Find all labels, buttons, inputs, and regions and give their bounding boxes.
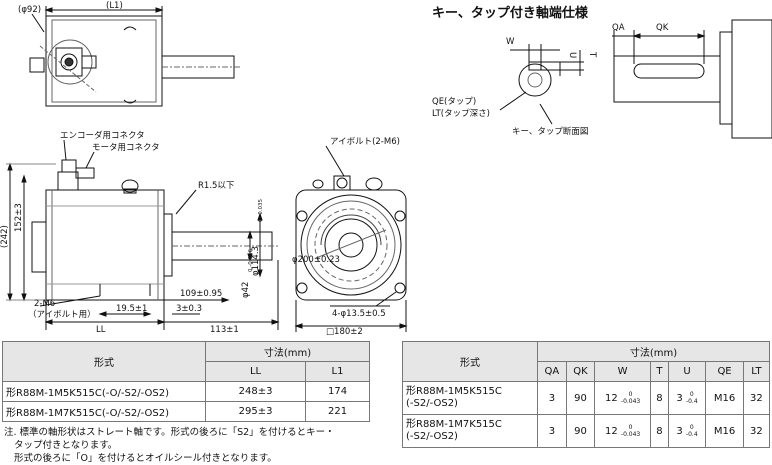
table1-dim-header: 寸法(mm) [205,341,370,362]
table1-ll-cell: 295±3 [204,401,307,422]
eyebolt-note-label: （アイボルト用） [28,309,96,320]
front-view-flange [295,189,407,301]
table2-model-cell: 形R88M-1M7K515C(-S2/-OS2) [402,414,538,448]
table2-model-cell: 形R88M-1M5K515C(-S2/-OS2) [402,381,538,415]
top-view-l1-label: (L1) [106,1,123,11]
table2-col-t: T [650,361,669,382]
table2-col-qk: QK [565,361,596,382]
front-eyebolt-label: アイボルト(2-M6) [330,137,400,147]
table2-model-line1: 形R88M-1M5K515C [406,386,502,397]
table2-w-value: 12 [604,426,618,437]
table2-qa-cell: 3 [537,381,567,415]
table2-qe-cell: M16 [705,414,744,448]
table2-qe-cell: M16 [705,381,744,415]
r15-label: R1.5以下 [198,181,235,191]
key-u-label: U [567,52,577,58]
note-line-2: タップ付きとなります。 [14,440,118,451]
ll-label: LL [96,325,106,335]
notes: 注. 標準の軸形状はストレート軸です。形式の後ろに「S2」を付けるとキー・ タッ… [4,426,396,465]
encoder-connector-label: エンコーダ用コネクタ [60,130,145,141]
table2-col-qe: QE [705,361,744,382]
table-row: 形R88M-1M7K515C(-O/-S2/-OS2) 295±3 221 [2,401,370,422]
table-row: 形R88M-1M7K515C(-S2/-OS2) 3 90 12 0 -0.04… [402,414,771,448]
key-lt-label: LT(タップ深さ) [432,109,490,119]
table2-u-cell: 3 0 -0.4 [667,381,707,415]
phi42-label: φ42 [241,282,251,298]
table2-u-value: 3 [676,426,683,437]
square-180-label: □180±2 [326,327,363,337]
table1-col-l1: L1 [305,361,370,382]
side-view [6,139,280,330]
table2-model-line2: (-S2/-OS2) [406,431,458,442]
front-view [294,145,408,332]
motor-dimension-drawing: (φ92) (L1) エンコーダ用コネクタ モータ用コネクタ R1.5以下 15… [0,1,772,337]
table2-lt-cell: 32 [742,381,771,415]
table2-u-tolerance: 0 -0.4 [685,424,698,438]
table2-qk-cell: 90 [565,381,596,415]
dim-152-label: 152±3 [14,203,24,232]
table2-lt-cell: 32 [742,414,771,448]
table1-ll-cell: 248±3 [204,381,307,402]
dim-3-label: 3±0.3 [176,304,202,314]
table2-col-w: W [594,361,652,382]
table2-u-cell: 3 0 -0.4 [667,414,707,448]
table2-dim-header: 寸法(mm) [537,341,770,362]
table2-qa-cell: 3 [537,414,567,448]
table1-col-ll: LL [204,361,307,382]
dim-113-label: 113±1 [210,325,239,335]
table2-model-header: 形式 [402,341,538,382]
phi114-label: φ114.3 [251,246,261,276]
motor-dimension-table: 形式 寸法(mm) LL L1 形R88M-1M5K515C(-O/-S2/-O… [2,341,370,422]
table1-l1-cell: 221 [305,401,370,422]
table-row: 形R88M-1M5K515C(-S2/-OS2) 3 90 12 0 -0.04… [402,381,771,415]
phi200-label: φ200±0.23 [292,255,340,265]
dim-242-label: (242) [0,225,10,248]
note-line-1: 注. 標準の軸形状はストレート軸です。形式の後ろに「S2」を付けるとキー・ [4,427,335,438]
table1-model-cell: 形R88M-1M5K515C(-O/-S2/-OS2) [2,381,206,402]
table2-col-qa: QA [537,361,567,382]
top-view-phi92-label: (φ92) [18,5,41,15]
table2-col-u: U [667,361,707,382]
table2-w-cell: 12 0 -0.043 [594,381,652,415]
phi42-tolerance: 0 -0.016 [248,249,254,272]
dim-109-label: 109±0.95 [180,289,222,299]
m6-label: 2-M6 [34,299,55,309]
dim-195-label: 19.5±1 [116,304,147,314]
key-tap-dimension-table: 形式 寸法(mm) QA QK W T U QE LT 形R88M-1M5K51… [402,341,771,448]
table2-t-cell: 8 [650,414,669,448]
table2-model-line2: (-S2/-OS2) [406,398,458,409]
table-row: 形R88M-1M5K515C(-O/-S2/-OS2) 248±3 174 [2,381,370,402]
key-t-label: T [587,51,597,58]
table2-w-value: 12 [604,393,618,404]
table2-w-tolerance: 0 -0.043 [620,424,641,438]
table2-t-cell: 8 [650,381,669,415]
key-w-label: W [506,37,515,47]
key-tap-detail [499,19,772,139]
table1-model-cell: 形R88M-1M7K515C(-O/-S2/-OS2) [2,401,206,422]
top-view [29,6,240,107]
table1-model-header: 形式 [2,341,206,382]
holes-label: 4-φ13.5±0.5 [332,309,386,319]
motor-connector-label: モータ用コネクタ [92,143,160,153]
key-qa-label: QA [612,23,625,33]
key-qk-label: QK [656,23,669,33]
table2-w-tolerance: 0 -0.043 [620,391,641,405]
key-tap-shaft-spec-title: キー、タップ付き軸端仕様 [432,6,588,21]
phi114-tolerance: 0 -0.035 [258,199,264,222]
table2-model-line1: 形R88M-1M7K515C [406,419,502,430]
table2-u-value: 3 [676,393,683,404]
note-line-3: 形式の後ろに「O」を付けるとオイルシール付きとなります。 [14,453,277,464]
table2-col-lt: LT [742,361,771,382]
key-qe-label: QE(タップ) [432,97,476,107]
table1-l1-cell: 174 [305,381,370,402]
key-section-label: キー、タップ断面図 [512,126,588,137]
table2-w-cell: 12 0 -0.043 [594,414,652,448]
table2-u-tolerance: 0 -0.4 [685,391,698,405]
table2-qk-cell: 90 [565,414,596,448]
